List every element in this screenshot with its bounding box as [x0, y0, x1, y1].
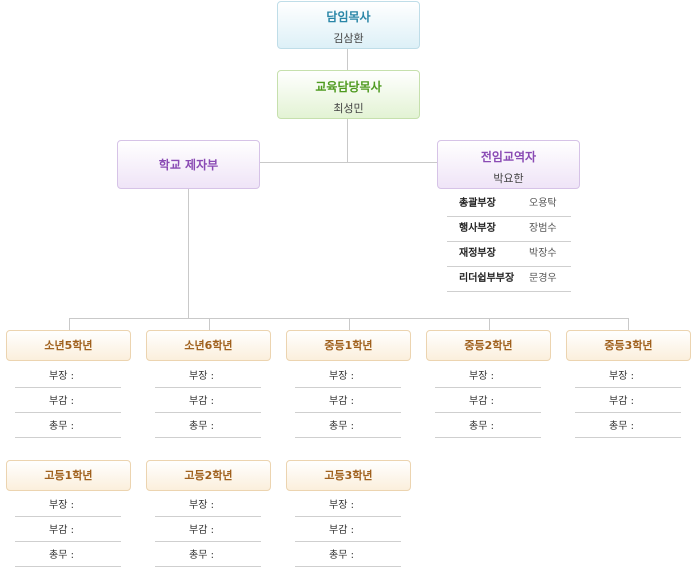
- grade-line: 총무 :: [295, 414, 401, 438]
- staff-list: 총괄부장 오용탁 행사부장 장범수 재정부장 박장수 리더쉽부부장 문경우: [447, 192, 571, 292]
- grade-box: 고등2학년: [146, 460, 271, 491]
- grade-line: 총무 :: [15, 414, 121, 438]
- staff-row: 총괄부장 오용탁: [447, 192, 571, 217]
- grade-line: 부감 :: [155, 389, 261, 413]
- grade-box: 중등2학년: [426, 330, 551, 361]
- grade-line: 부장 :: [295, 364, 401, 388]
- connector-line: [349, 318, 350, 331]
- connector-line: [347, 119, 348, 162]
- senior-pastor-name: 김삼환: [333, 32, 364, 45]
- grade-line: 부감 :: [295, 518, 401, 542]
- grade-line: 부장 :: [15, 493, 121, 517]
- grade-box: 소년6학년: [146, 330, 271, 361]
- full-time-minister-box: 전임교역자 박요한: [437, 140, 580, 189]
- staff-row: 리더쉽부부장 문경우: [447, 267, 571, 292]
- staff-role: 행사부장: [459, 223, 496, 234]
- education-pastor-title: 교육담당목사: [315, 80, 382, 94]
- grade-box: 소년5학년: [6, 330, 131, 361]
- staff-role: 재정부장: [459, 248, 496, 259]
- grade-line: 총무 :: [15, 543, 121, 567]
- education-pastor-box: 교육담당목사 최성민: [277, 70, 420, 119]
- grade-line: 부장 :: [295, 493, 401, 517]
- grade-box: 고등3학년: [286, 460, 411, 491]
- grade-line: 부감 :: [575, 389, 681, 413]
- connector-line: [188, 189, 189, 318]
- grade-line: 부감 :: [15, 389, 121, 413]
- school-discipleship-title: 학교 제자부: [158, 158, 219, 172]
- grade-line: 부장 :: [575, 364, 681, 388]
- school-discipleship-box: 학교 제자부: [117, 140, 260, 189]
- grade-line: 총무 :: [295, 543, 401, 567]
- connector-line: [489, 318, 490, 331]
- grade-line: 총무 :: [435, 414, 541, 438]
- staff-name: 오용탁: [529, 198, 557, 209]
- grade-line: 부감 :: [15, 518, 121, 542]
- grade-line: 부장 :: [155, 493, 261, 517]
- connector-line: [69, 318, 70, 331]
- grade-line: 부장 :: [435, 364, 541, 388]
- grade-line: 부장 :: [15, 364, 121, 388]
- grade-line: 부감 :: [155, 518, 261, 542]
- grade-line: 총무 :: [575, 414, 681, 438]
- connector-line: [347, 49, 348, 70]
- connector-line: [260, 162, 437, 163]
- full-time-minister-title: 전임교역자: [480, 150, 537, 164]
- senior-pastor-title: 담임목사: [326, 10, 371, 24]
- connector-line: [209, 318, 210, 331]
- senior-pastor-box: 담임목사 김삼환: [277, 1, 420, 49]
- staff-name: 문경우: [529, 273, 557, 284]
- grade-line: 부감 :: [435, 389, 541, 413]
- staff-row: 재정부장 박장수: [447, 242, 571, 267]
- staff-name: 장범수: [529, 223, 557, 234]
- education-pastor-name: 최성민: [333, 102, 364, 115]
- staff-name: 박장수: [529, 248, 557, 259]
- staff-role: 총괄부장: [459, 198, 496, 209]
- staff-role: 리더쉽부부장: [459, 273, 515, 284]
- grade-line: 총무 :: [155, 414, 261, 438]
- connector-line: [628, 318, 629, 331]
- grade-box: 고등1학년: [6, 460, 131, 491]
- grade-line: 총무 :: [155, 543, 261, 567]
- grade-box: 중등3학년: [566, 330, 691, 361]
- full-time-minister-name: 박요한: [493, 172, 524, 185]
- grade-box: 중등1학년: [286, 330, 411, 361]
- grade-line: 부장 :: [155, 364, 261, 388]
- staff-row: 행사부장 장범수: [447, 217, 571, 242]
- grade-line: 부감 :: [295, 389, 401, 413]
